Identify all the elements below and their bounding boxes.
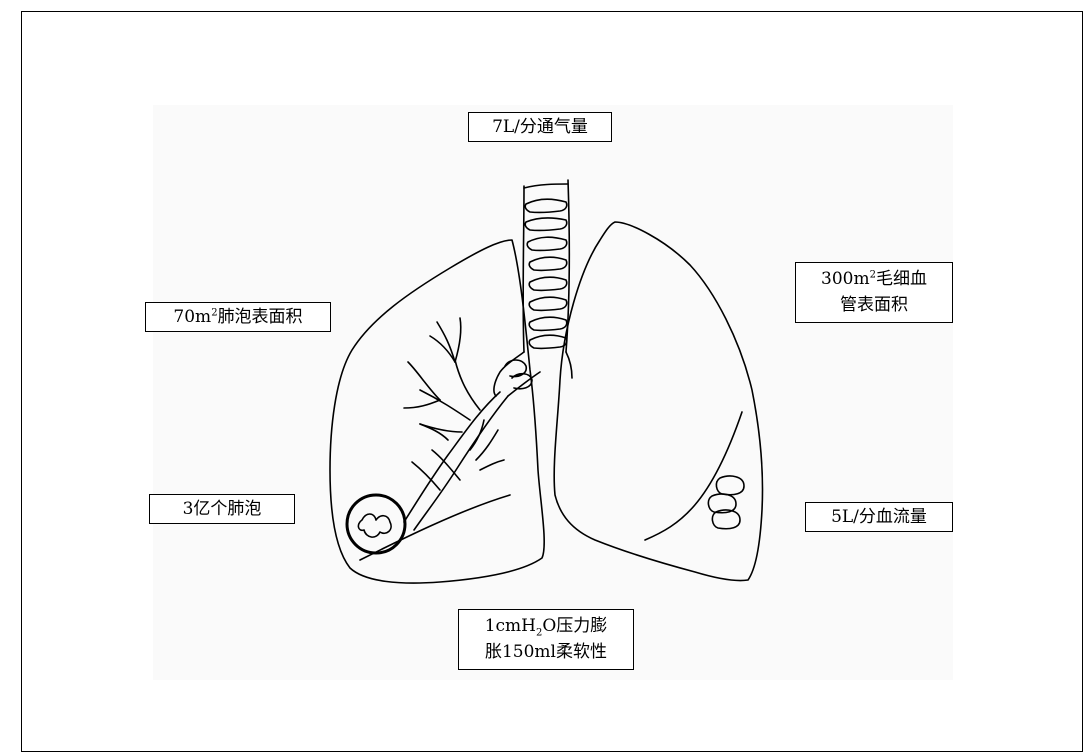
compliance-label: 1cmH2O压力膨 胀150ml柔软性: [458, 609, 634, 670]
blood-flow-label: 5L/分血流量: [805, 502, 953, 532]
alveoli-count-text: 3亿个肺泡: [183, 499, 262, 519]
alveoli-count-label: 3亿个肺泡: [149, 494, 295, 524]
trachea-left-wall: [523, 186, 524, 352]
compliance-line1: 1cmH2O压力膨: [465, 613, 627, 639]
alveolar-area-label: 70m2肺泡表面积: [145, 302, 331, 332]
compliance-line2: 胀150ml柔软性: [465, 639, 627, 665]
compliance-line1-b: O压力膨: [542, 616, 607, 636]
capillary-area-label: 300m2毛细血 管表面积: [795, 262, 953, 323]
ventilation-text: 7L/分通气量: [492, 117, 588, 137]
ventilation-label: 7L/分通气量: [468, 112, 612, 142]
capillary-area-rest: 毛细血: [876, 269, 927, 289]
capillary-area-line1: 300m2毛细血: [802, 266, 946, 292]
compliance-line1-a: 1cmH: [485, 616, 536, 636]
figure-panel: [153, 105, 953, 680]
capillary-area-line2: 管表面积: [802, 292, 946, 318]
blood-flow-text: 5L/分血流量: [831, 507, 927, 527]
alveolar-area-num: 70m: [173, 307, 211, 327]
capillary-area-num: 300m: [821, 269, 870, 289]
alveolar-area-rest: 肺泡表面积: [218, 307, 303, 327]
